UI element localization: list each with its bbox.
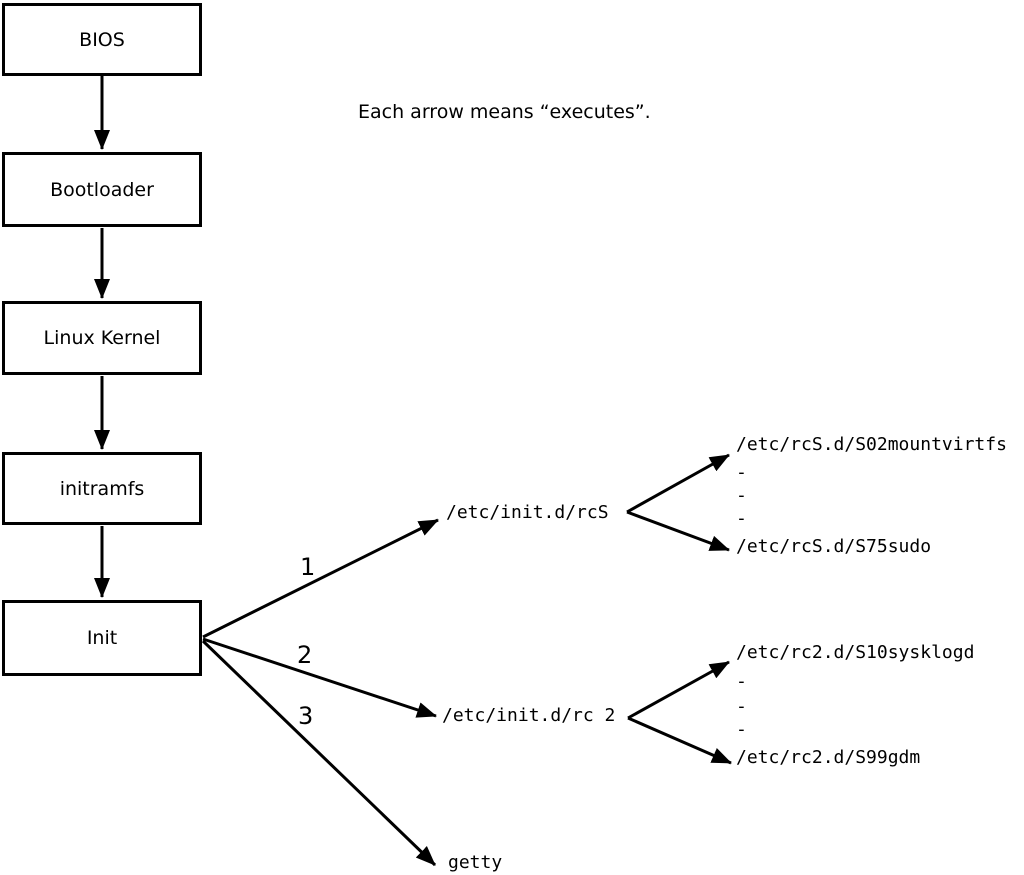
node-linux-kernel-label: Linux Kernel: [43, 327, 161, 349]
node-init-label: Init: [86, 627, 118, 649]
node-linux-kernel: Linux Kernel: [2, 301, 202, 375]
ellipsis-dash: -: [736, 462, 747, 483]
path-rcs-last: /etc/rcS.d/S75sudo: [736, 536, 932, 557]
arrow-rc2-to-s99gdm: [627, 716, 732, 765]
node-bios-label: BIOS: [79, 28, 125, 51]
arrow-init-to-rc2: [202, 637, 437, 718]
arrow-rcs-to-s02mountvirtfs: [626, 453, 730, 514]
target-etc-init-d-rc2: /etc/init.d/rc 2: [442, 705, 616, 726]
path-rc2-first: /etc/rc2.d/S10sysklogd: [736, 642, 975, 663]
target-etc-init-d-rcs: /etc/init.d/rcS: [446, 502, 609, 523]
diagram-caption: Each arrow means “executes”.: [358, 101, 651, 123]
path-rcs-first: /etc/rcS.d/S02mountvirtfs: [736, 434, 1007, 455]
target-getty: getty: [448, 852, 503, 873]
ellipsis-dash: -: [736, 719, 747, 740]
branch-number-1: 1: [300, 553, 316, 581]
node-initramfs: initramfs: [2, 452, 202, 525]
arrow-rcs-to-s75sudo: [626, 510, 730, 552]
node-init: Init: [2, 600, 202, 676]
arrow-rc2-to-s10sysklogd: [627, 660, 730, 720]
node-bios: BIOS: [2, 3, 202, 76]
path-rc2-last: /etc/rc2.d/S99gdm: [736, 747, 921, 768]
branch-number-3: 3: [298, 702, 314, 730]
node-initramfs-label: initramfs: [59, 477, 145, 500]
ellipsis-dash: -: [736, 696, 747, 717]
arrow-init-to-getty: [201, 639, 437, 867]
node-bootloader: Bootloader: [2, 152, 202, 227]
branch-number-2: 2: [297, 641, 313, 669]
node-bootloader-label: Bootloader: [50, 178, 154, 201]
arrow-init-to-rcs: [202, 518, 439, 639]
ellipsis-dash: -: [736, 508, 747, 529]
ellipsis-dash: -: [736, 485, 747, 506]
ellipsis-dash: -: [736, 671, 747, 692]
